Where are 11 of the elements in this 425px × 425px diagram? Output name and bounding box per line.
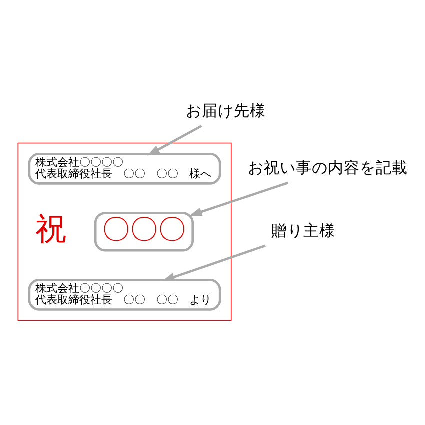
node-text: お届け先様 (186, 102, 266, 120)
node-box: 株式会社〇〇〇〇 代表取締役社長 〇〇 〇〇 より (28, 279, 222, 311)
arrow (190, 182, 289, 216)
arrow (147, 125, 202, 156)
node-text: 贈り主様 (272, 222, 336, 240)
node-box: 株式会社〇〇〇〇 代表取締役社長 〇〇 〇〇 様へ (28, 152, 222, 185)
node-box: 〇〇〇 (94, 212, 194, 252)
node-text: 祝 (35, 212, 66, 248)
arrow (162, 244, 266, 282)
cluster (18, 142, 232, 322)
node-text: お祝い事の内容を記載 (248, 158, 408, 177)
